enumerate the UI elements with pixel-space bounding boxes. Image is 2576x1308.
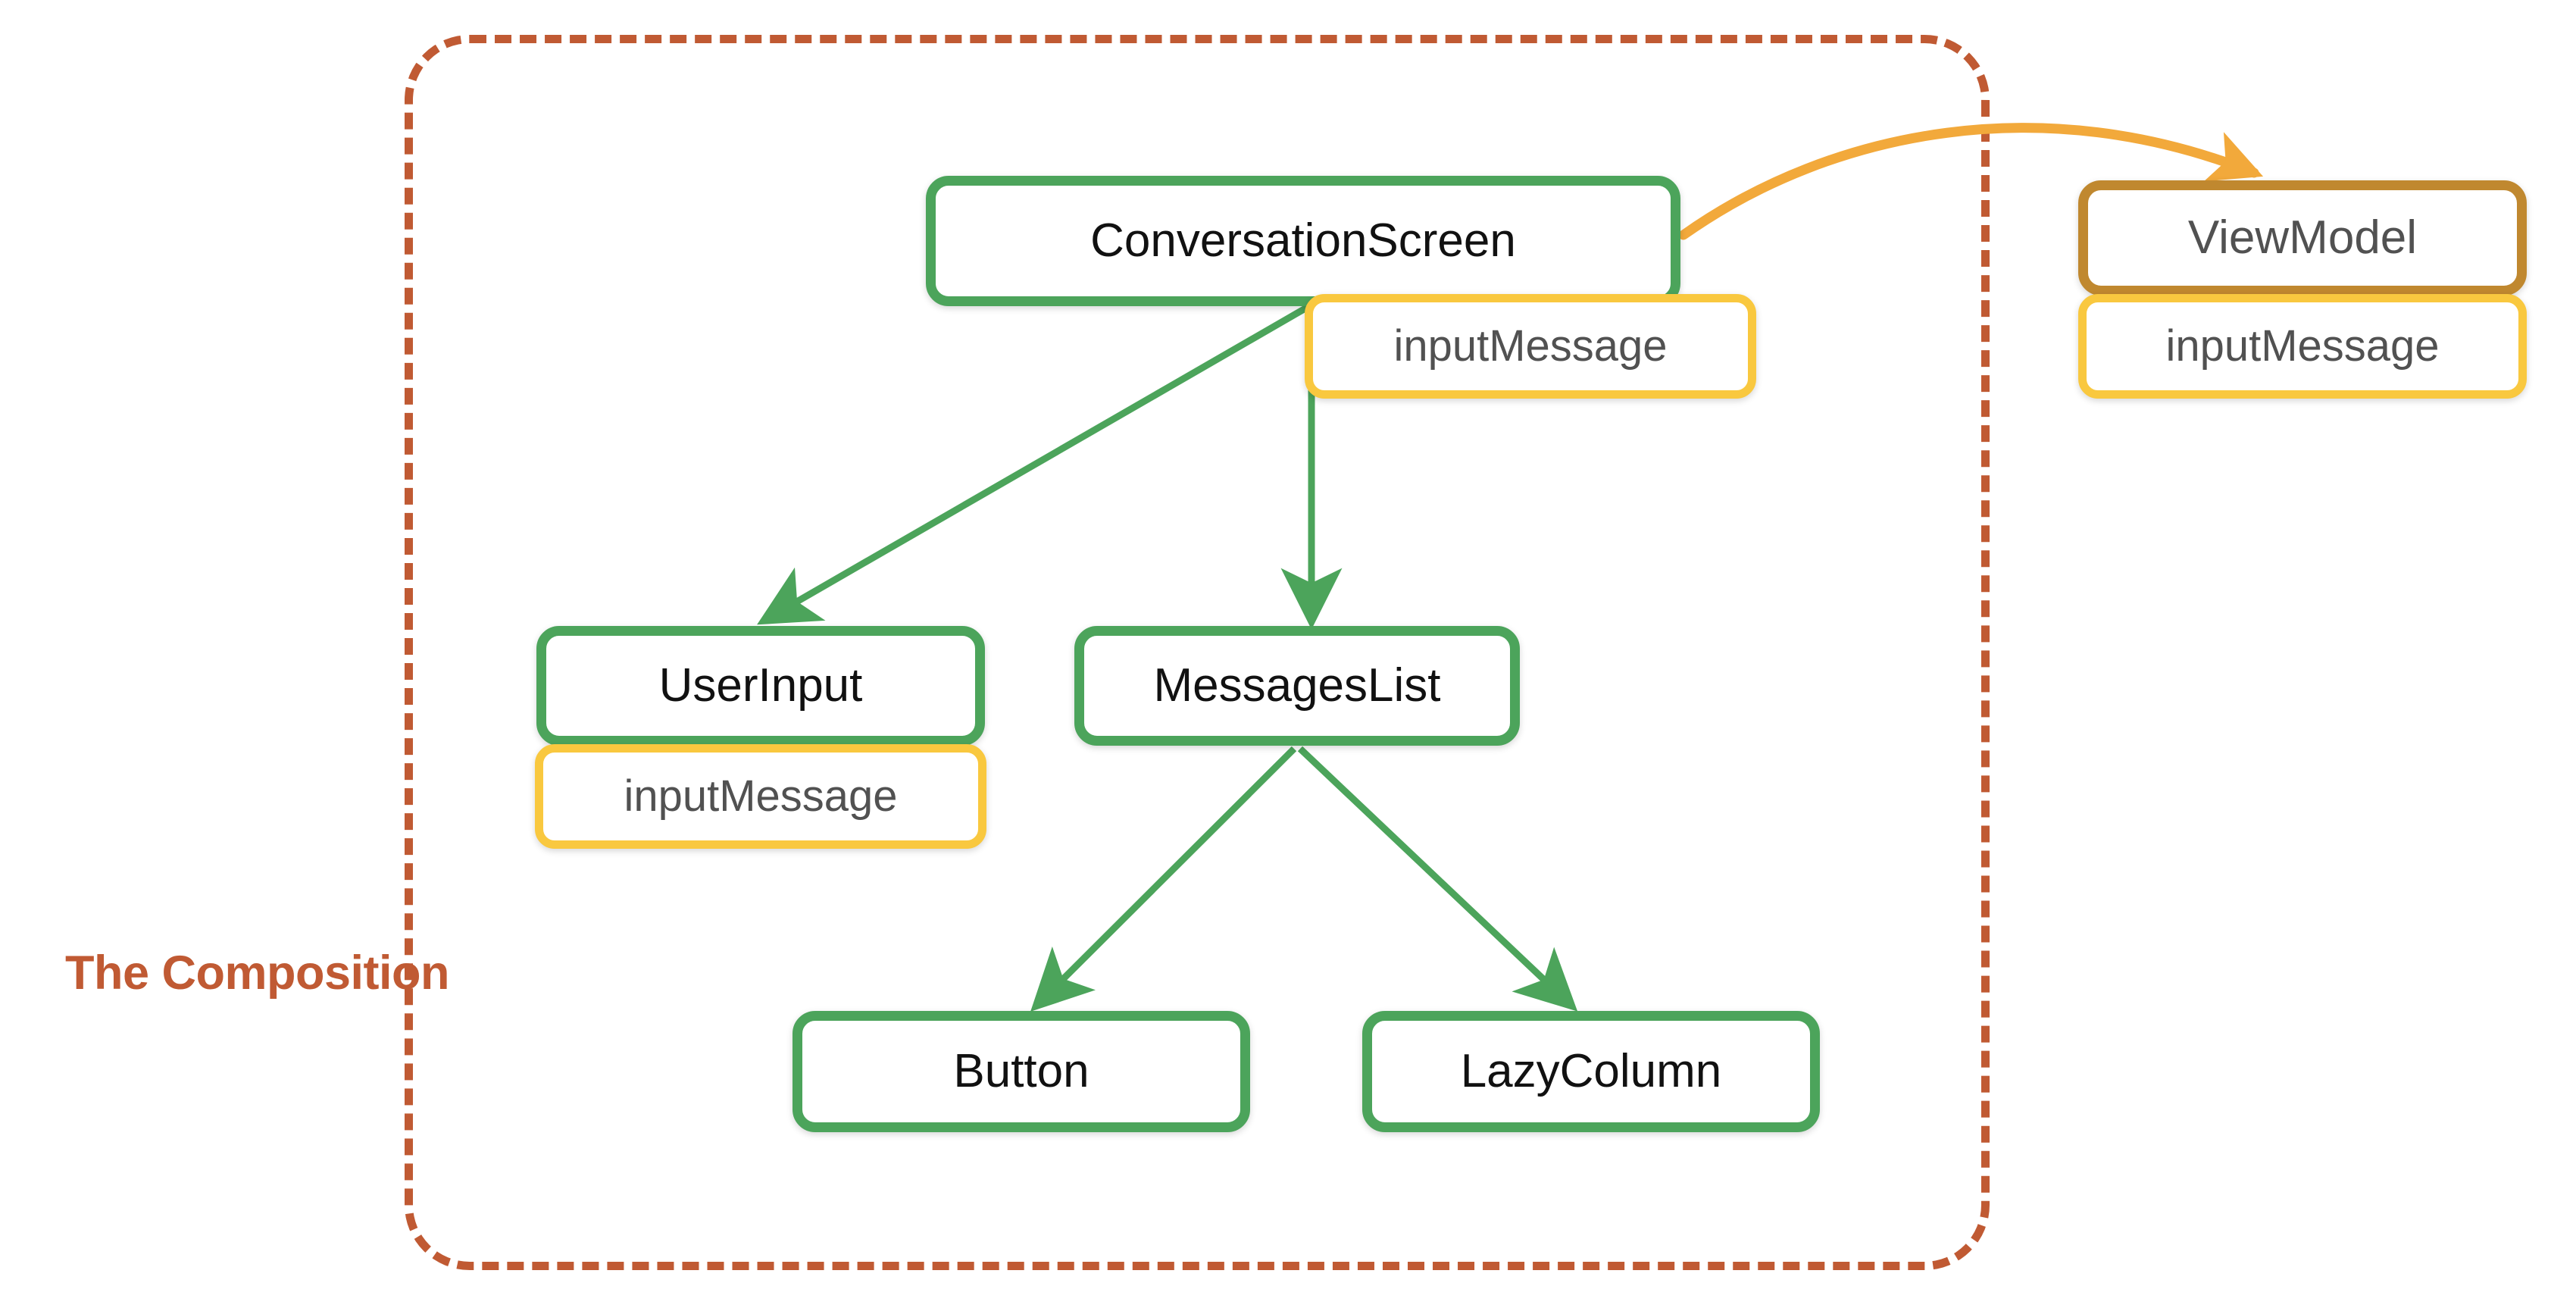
- node-conversation-screen-label: ConversationScreen: [1090, 214, 1516, 267]
- state-chip-view-model-input-message[interactable]: inputMessage: [2078, 294, 2527, 399]
- node-conversation-screen[interactable]: ConversationScreen: [926, 176, 1680, 306]
- composition-boundary-label: The Composition: [65, 947, 449, 1000]
- node-messages-list[interactable]: MessagesList: [1074, 626, 1520, 746]
- state-chip-conversation-screen-input-message[interactable]: inputMessage: [1305, 294, 1756, 399]
- node-button-label: Button: [953, 1045, 1089, 1097]
- node-messages-list-label: MessagesList: [1153, 659, 1441, 712]
- state-chip-label: inputMessage: [2165, 321, 2440, 371]
- node-view-model-label: ViewModel: [2187, 211, 2418, 264]
- node-user-input-label: UserInput: [658, 659, 863, 712]
- node-lazy-column-label: LazyColumn: [1460, 1045, 1722, 1097]
- node-lazy-column[interactable]: LazyColumn: [1362, 1011, 1820, 1132]
- state-chip-label: inputMessage: [1393, 321, 1668, 371]
- node-view-model[interactable]: ViewModel: [2078, 180, 2527, 296]
- node-button[interactable]: Button: [792, 1011, 1250, 1132]
- state-chip-label: inputMessage: [624, 771, 898, 821]
- composition-boundary: [405, 35, 1990, 1270]
- state-chip-user-input-input-message[interactable]: inputMessage: [535, 744, 986, 849]
- node-user-input[interactable]: UserInput: [536, 626, 985, 746]
